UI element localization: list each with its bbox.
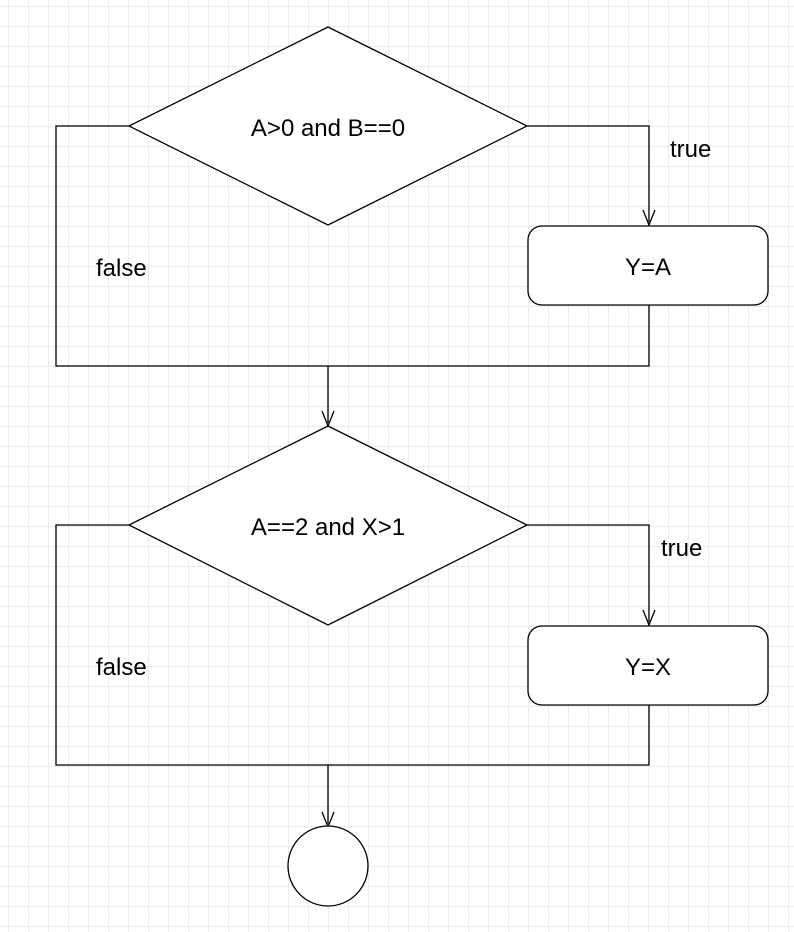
- process-box-1[interactable]: [527, 225, 769, 306]
- decision-2-true-label: true: [661, 535, 702, 562]
- decision-1-false-label: false: [96, 255, 147, 282]
- process-1-label: Y=A: [625, 254, 671, 281]
- edge-decision1-false: [55, 125, 328, 367]
- decision-diamond-1[interactable]: [127, 26, 529, 226]
- decision-2-label: A==2 and X>1: [251, 514, 405, 541]
- edge-process1-merge: [328, 305, 650, 367]
- edge-decision1-true: [527, 125, 650, 222]
- process-2-label: Y=X: [625, 654, 671, 681]
- decision-diamond-2[interactable]: [127, 425, 529, 626]
- edge-decision2-true: [527, 524, 650, 622]
- edge-decision2-false: [55, 524, 328, 766]
- decision-1-label: A>0 and B==0: [251, 115, 405, 142]
- end-node[interactable]: [287, 825, 369, 907]
- process-box-2[interactable]: [527, 625, 769, 706]
- decision-1-true-label: true: [670, 136, 711, 163]
- arrowhead-process2: [642, 609, 656, 627]
- edge-process2-merge: [328, 705, 650, 766]
- decision-2-false-label: false: [96, 654, 147, 681]
- arrowhead-process1: [642, 209, 656, 227]
